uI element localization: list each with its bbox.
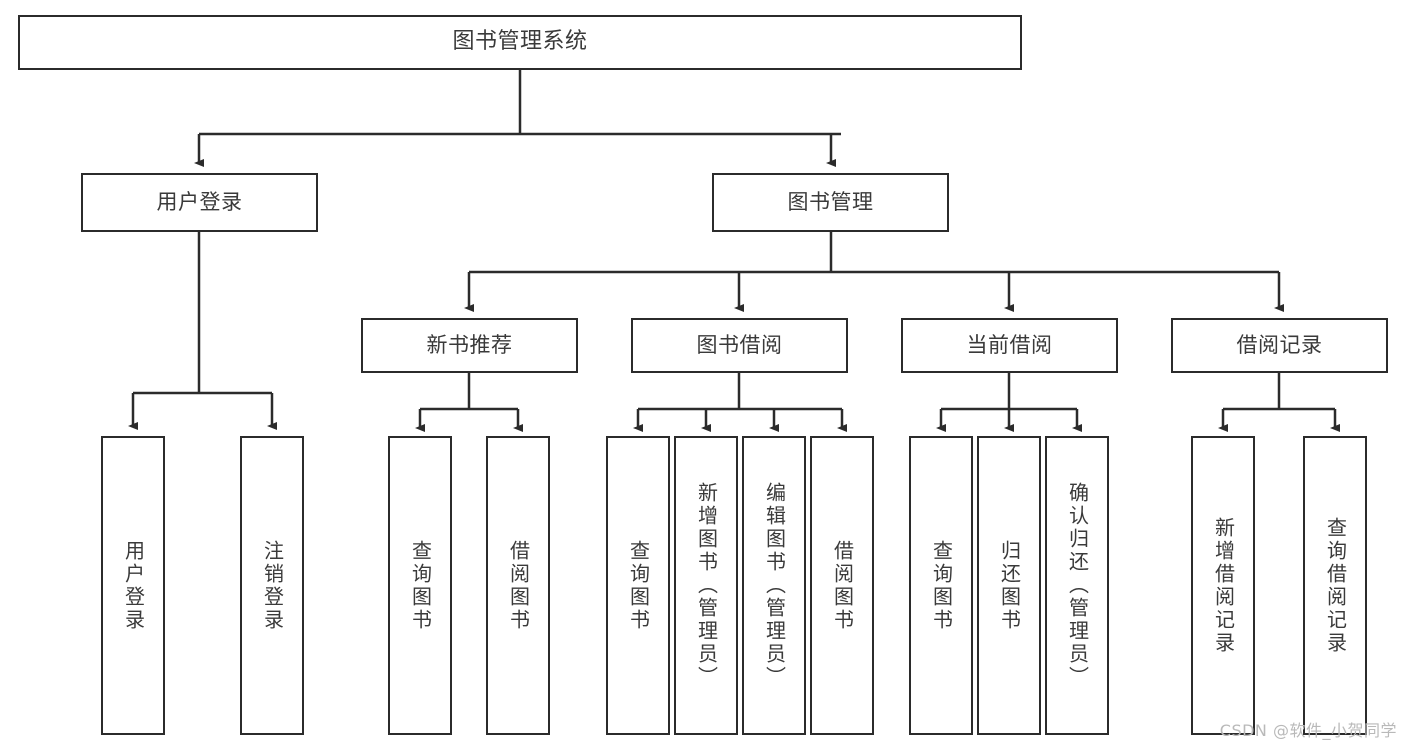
- node-new-book-recommend[interactable]: 新书推荐: [361, 318, 578, 373]
- node-user-login[interactable]: 用户登录: [81, 173, 318, 232]
- node-book-manage[interactable]: 图书管理: [712, 173, 949, 232]
- node-leaf-add-record-label: 新增借阅记录: [1211, 516, 1236, 655]
- node-current-borrow[interactable]: 当前借阅: [901, 318, 1118, 373]
- node-leaf-return-book[interactable]: 归还图书: [977, 436, 1041, 735]
- node-leaf-user-login[interactable]: 用户登录: [101, 436, 165, 735]
- node-borrow-record[interactable]: 借阅记录: [1171, 318, 1388, 373]
- node-book-borrow[interactable]: 图书借阅: [631, 318, 848, 373]
- node-leaf-return-book-label: 归还图书: [997, 539, 1022, 632]
- node-leaf-query-record[interactable]: 查询借阅记录: [1303, 436, 1367, 735]
- node-leaf-edit-book[interactable]: 编辑图书（管理员）: [742, 436, 806, 735]
- node-leaf-user-login-label: 用户登录: [121, 539, 146, 632]
- node-leaf-query-book-3[interactable]: 查询图书: [909, 436, 973, 735]
- node-borrow-record-label: 借阅记录: [1236, 332, 1323, 357]
- node-leaf-user-logout[interactable]: 注销登录: [240, 436, 304, 735]
- node-book-manage-label: 图书管理: [787, 189, 874, 214]
- node-leaf-query-book-2-label: 查询图书: [626, 539, 651, 632]
- node-leaf-user-logout-label: 注销登录: [260, 539, 285, 632]
- node-leaf-query-book-3-label: 查询图书: [929, 539, 954, 632]
- node-root[interactable]: 图书管理系统: [18, 15, 1022, 70]
- node-leaf-query-book-1-label: 查询图书: [408, 539, 433, 632]
- node-user-login-label: 用户登录: [156, 189, 243, 214]
- node-book-borrow-label: 图书借阅: [696, 332, 783, 357]
- node-root-label: 图书管理系统: [452, 29, 588, 55]
- csdn-watermark: CSDN @软件_小贺同学: [1219, 721, 1397, 740]
- node-leaf-borrow-book-1-label: 借阅图书: [506, 539, 531, 632]
- node-leaf-query-book-2[interactable]: 查询图书: [606, 436, 670, 735]
- node-leaf-add-record[interactable]: 新增借阅记录: [1191, 436, 1255, 735]
- node-leaf-add-book-label: 新增图书（管理员）: [694, 482, 719, 689]
- node-leaf-edit-book-label: 编辑图书（管理员）: [762, 482, 787, 689]
- node-leaf-borrow-book-2-label: 借阅图书: [830, 539, 855, 632]
- node-leaf-confirm-return-label: 确认归还（管理员）: [1065, 482, 1090, 689]
- node-current-borrow-label: 当前借阅: [966, 332, 1053, 357]
- node-leaf-add-book[interactable]: 新增图书（管理员）: [674, 436, 738, 735]
- node-leaf-query-book-1[interactable]: 查询图书: [388, 436, 452, 735]
- node-leaf-query-record-label: 查询借阅记录: [1323, 516, 1348, 655]
- node-new-book-recommend-label: 新书推荐: [426, 332, 513, 357]
- node-leaf-confirm-return[interactable]: 确认归还（管理员）: [1045, 436, 1109, 735]
- node-leaf-borrow-book-2[interactable]: 借阅图书: [810, 436, 874, 735]
- node-leaf-borrow-book-1[interactable]: 借阅图书: [486, 436, 550, 735]
